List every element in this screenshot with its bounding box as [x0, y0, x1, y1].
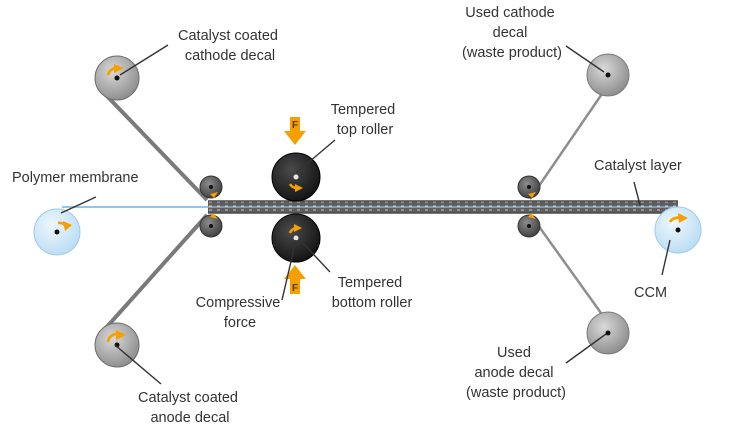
label-anode-decal: Catalyst coated anode decal [138, 390, 242, 426]
rotation-arrowhead-icon [116, 330, 126, 340]
leader-lines [60, 44, 671, 385]
cathode-decal-roll [94, 55, 140, 101]
force-arrow-bottom: F [284, 265, 306, 294]
label-compressive-force: Compressive force [196, 295, 285, 331]
rotation-arrowhead-icon [63, 221, 72, 231]
rotation-arrow-icon [210, 192, 218, 198]
used-cathode-decal-roll [586, 53, 630, 97]
rotation-arrow-icon [210, 213, 218, 219]
guide-roller-bottom-right [517, 213, 541, 238]
guide-roller-top-left [199, 175, 223, 199]
rotation-arrowhead-icon [114, 64, 124, 73]
anode-decal-feed [102, 213, 209, 332]
label-top-roller: Tempered top roller [331, 102, 400, 138]
rotation-arrowhead-icon [678, 213, 688, 223]
label-polymer-membrane: Polymer membrane [12, 170, 139, 186]
tempered-top-roller [271, 152, 321, 202]
label-used-cathode: Used cathode decal (waste product) [462, 5, 562, 61]
ccm-roll [654, 206, 702, 254]
force-arrow-top: F [284, 117, 306, 145]
used-anode-return [528, 213, 608, 321]
used-anode-decal-roll [586, 311, 630, 355]
web-lines [62, 87, 678, 332]
force-symbol-bottom: F [292, 283, 298, 294]
rotation-arrow-icon [528, 192, 536, 198]
up-arrow-icon [284, 265, 306, 279]
rotation-arrowhead-icon [294, 224, 302, 232]
tempered-bottom-roller [271, 213, 321, 263]
rotation-arrowhead-icon [295, 184, 303, 192]
label-ccm: CCM [634, 285, 667, 301]
label-cathode-decal: Catalyst coated cathode decal [178, 28, 282, 64]
force-symbol-top: F [292, 120, 298, 131]
label-bottom-roller: Tempered bottom roller [332, 275, 413, 311]
cathode-decal-feed [102, 91, 209, 202]
polymer-membrane-roll [33, 208, 81, 256]
used-cathode-return [528, 87, 608, 200]
guide-roller-top-right [517, 175, 541, 199]
guide-roller-bottom-left [199, 213, 223, 238]
down-arrow-icon [284, 131, 306, 145]
rotation-arrow-icon [528, 213, 536, 219]
label-catalyst-layer: Catalyst layer [594, 158, 682, 174]
label-used-anode: Used anode decal (waste product) [466, 345, 566, 401]
